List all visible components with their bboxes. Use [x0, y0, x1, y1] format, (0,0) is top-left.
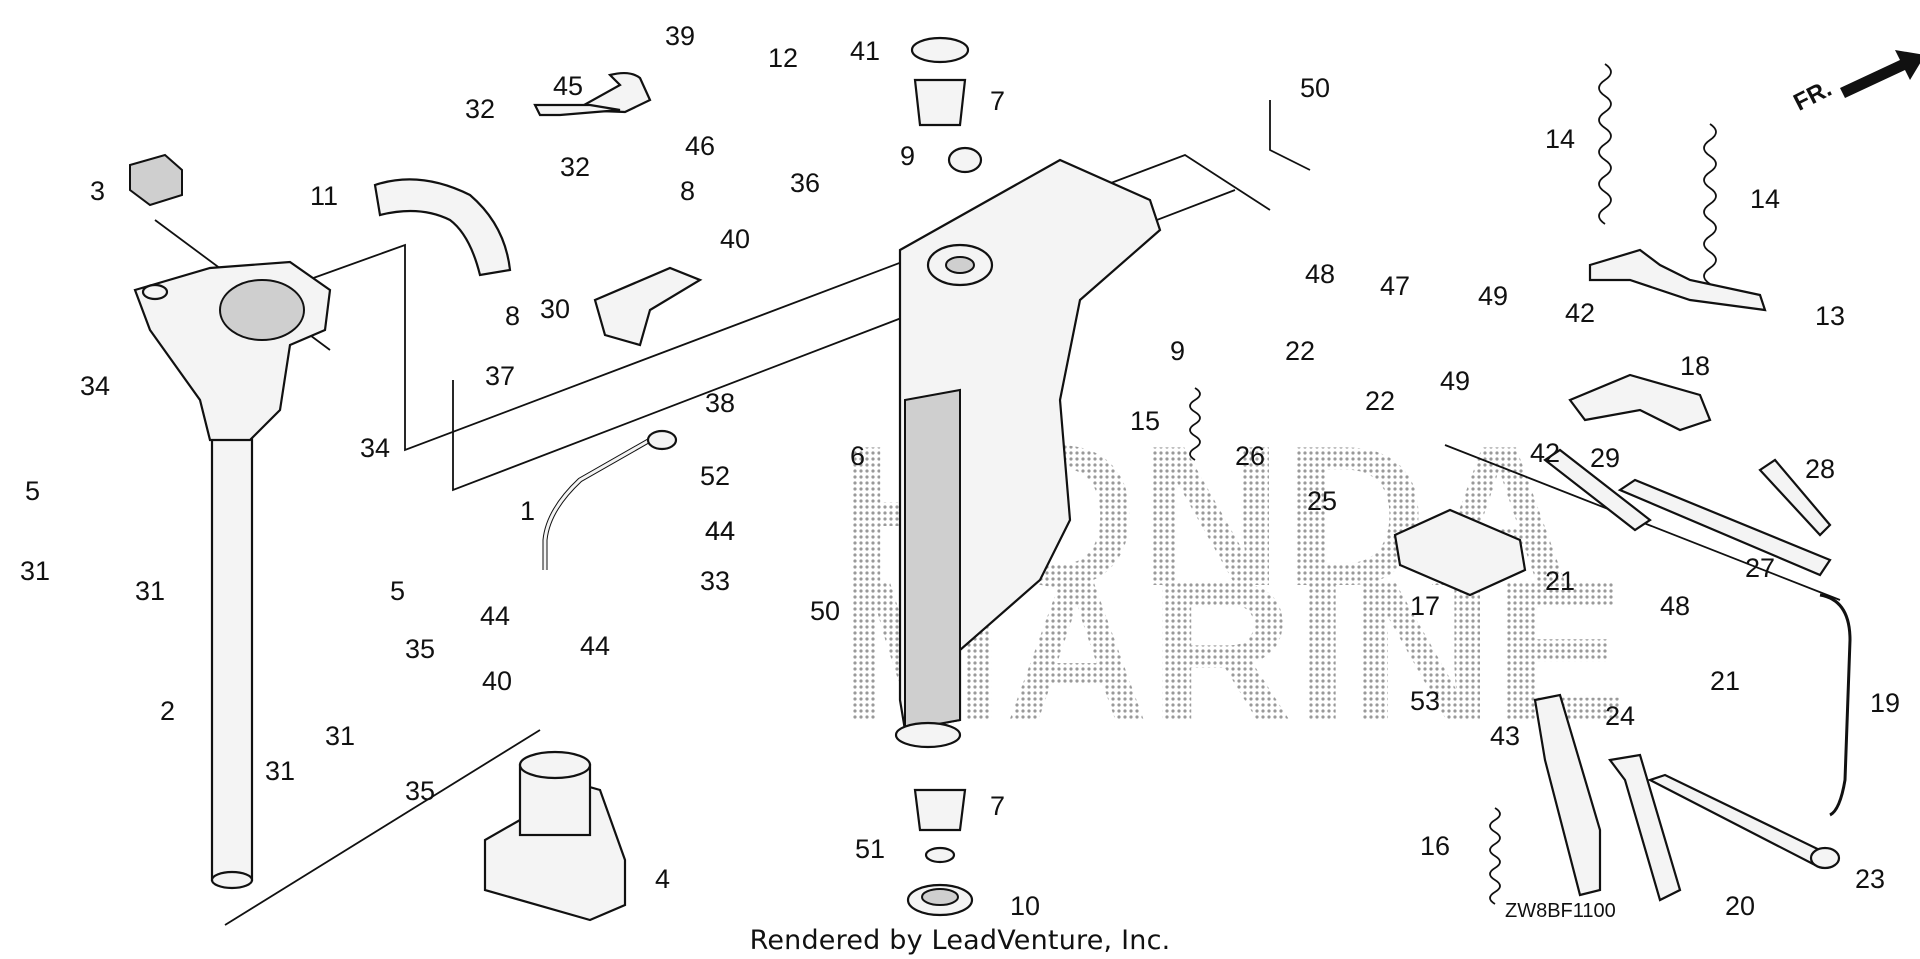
callout-32a: 32 [465, 94, 495, 124]
callout-30: 30 [540, 294, 570, 324]
callout-52: 52 [700, 461, 730, 491]
part-20-bracket [1533, 693, 1841, 902]
callout-22a: 22 [1285, 336, 1315, 366]
callout-26: 26 [1235, 441, 1265, 471]
callout-2: 2 [160, 696, 175, 726]
callout-17: 17 [1410, 591, 1440, 621]
callout-40a: 40 [720, 224, 750, 254]
callout-40b: 40 [482, 666, 512, 696]
callout-44a: 44 [705, 516, 735, 546]
swivel-upper-bracket [133, 260, 332, 442]
callout-35a: 35 [405, 634, 435, 664]
callout-9b: 9 [1170, 336, 1185, 366]
springs [1189, 63, 1717, 905]
front-arrow-label: FR. [1789, 75, 1836, 117]
bushings [906, 36, 983, 917]
callout-47: 47 [1380, 271, 1410, 301]
callout-32b: 32 [560, 152, 590, 182]
callout-38: 38 [705, 388, 735, 418]
callout-31b: 31 [135, 576, 165, 606]
callout-14b: 14 [1750, 184, 1780, 214]
callout-51: 51 [855, 834, 885, 864]
diagram-code: ZW8BF1100 [1505, 900, 1616, 922]
callout-1: 1 [520, 496, 535, 526]
callout-42a: 42 [1565, 298, 1595, 328]
callout-21b: 21 [1710, 666, 1740, 696]
callout-29: 29 [1590, 443, 1620, 473]
callout-37: 37 [485, 361, 515, 391]
part-19-rod [1819, 593, 1852, 817]
part-3-clip [129, 153, 183, 207]
callout-45: 45 [553, 71, 583, 101]
callout-14a: 14 [1545, 124, 1575, 154]
callout-4: 4 [655, 864, 670, 894]
callout-44c: 44 [580, 631, 610, 661]
callout-6: 6 [850, 441, 865, 471]
callout-41: 41 [850, 36, 880, 66]
footer-credit: Rendered by LeadVenture, Inc. [749, 925, 1171, 956]
pins [1543, 448, 1832, 577]
callout-49a: 49 [1478, 281, 1508, 311]
callout-39: 39 [665, 21, 695, 51]
callout-12: 12 [768, 43, 798, 73]
callout-7b: 7 [990, 791, 1005, 821]
part-1-rod [542, 429, 678, 570]
callout-10: 10 [1010, 891, 1040, 921]
callout-19: 19 [1870, 688, 1900, 718]
callout-labels: 1 2 3 4 5 5 6 7 7 8 8 9 9 10 11 12 13 14… [20, 21, 1900, 921]
callout-13: 13 [1815, 301, 1845, 331]
callout-21a: 21 [1545, 566, 1575, 596]
callout-16: 16 [1420, 831, 1450, 861]
callout-43: 43 [1490, 721, 1520, 751]
part-30-bracket [593, 266, 703, 347]
callout-35b: 35 [405, 776, 435, 806]
callout-50b: 50 [810, 596, 840, 626]
callout-31a: 31 [20, 556, 50, 586]
part-11-arc [373, 178, 512, 277]
callout-8b: 8 [505, 301, 520, 331]
callout-5b: 5 [390, 576, 405, 606]
callout-5a: 5 [25, 476, 40, 506]
callout-31c: 31 [265, 756, 295, 786]
callout-36: 36 [790, 168, 820, 198]
callout-24: 24 [1605, 701, 1635, 731]
parts-13-18-frames [1568, 248, 1767, 432]
callout-48a: 48 [1305, 259, 1335, 289]
part-17-block [1393, 508, 1527, 597]
callout-28: 28 [1805, 454, 1835, 484]
callout-31d: 31 [325, 721, 355, 751]
callout-34b: 34 [360, 433, 390, 463]
front-arrow: FR. [1789, 50, 1920, 117]
callout-11: 11 [310, 181, 338, 211]
callout-18: 18 [1680, 351, 1710, 381]
callout-23: 23 [1855, 864, 1885, 894]
callout-34a: 34 [80, 371, 110, 401]
callout-20: 20 [1725, 891, 1755, 921]
part-12-lever [533, 71, 652, 117]
steering-shaft [210, 398, 254, 890]
callout-7a: 7 [990, 86, 1005, 116]
callout-3: 3 [90, 176, 105, 206]
callout-25: 25 [1307, 486, 1337, 516]
callout-27: 27 [1745, 553, 1775, 583]
callout-50a: 50 [1300, 73, 1330, 103]
callout-48b: 48 [1660, 591, 1690, 621]
callout-44b: 44 [480, 601, 510, 631]
callout-15: 15 [1130, 406, 1160, 436]
callout-44d: 44 [705, 516, 735, 546]
callout-49b: 49 [1440, 366, 1470, 396]
callout-8a: 8 [680, 176, 695, 206]
callout-53: 53 [1410, 686, 1440, 716]
swivel-case [894, 158, 1162, 749]
callout-33: 33 [700, 566, 730, 596]
callout-9a: 9 [900, 141, 915, 171]
callout-42b: 42 [1530, 438, 1560, 468]
callout-22b: 22 [1365, 386, 1395, 416]
part-4-block [483, 750, 627, 922]
callout-46: 46 [685, 131, 715, 161]
